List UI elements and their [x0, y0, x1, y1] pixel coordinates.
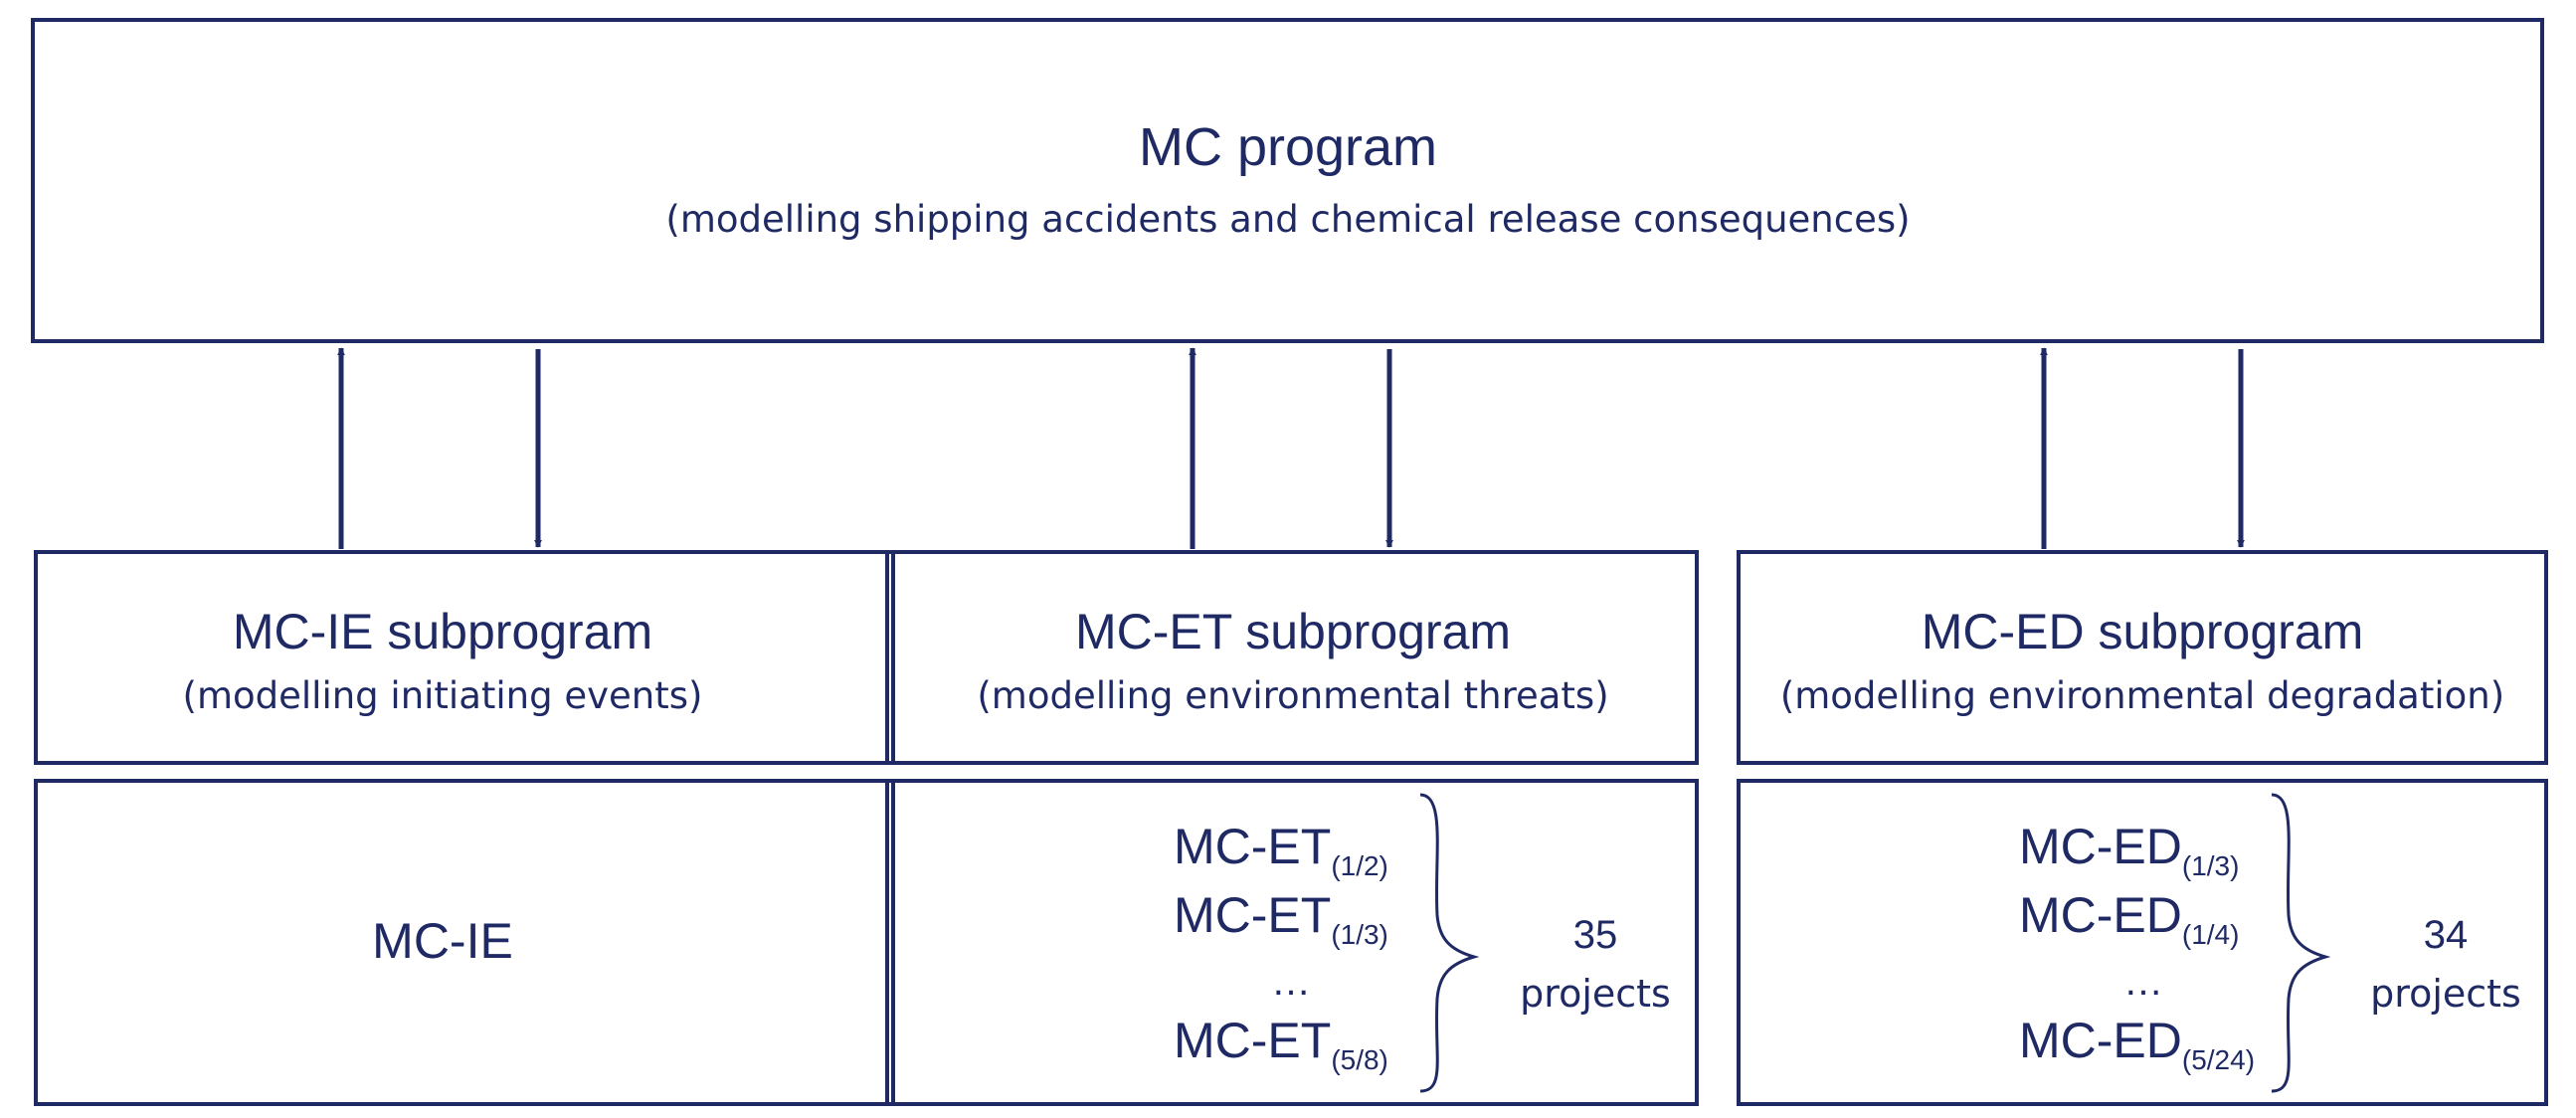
project-count-ed: 34	[2424, 913, 2469, 957]
project-item-et-2: MC-ET(1/3)	[1174, 887, 1388, 950]
project-ellipsis-ed: …	[2123, 960, 2163, 1004]
project-item-ed-3: MC-ED(5/24)	[2019, 1013, 2255, 1075]
subprogram-title-ie: MC-IE subprogram	[233, 604, 652, 659]
subprogram-subtitle-ie: (modelling initiating events)	[183, 674, 703, 717]
mc-program-box: MC program (modelling shipping accidents…	[31, 18, 2544, 343]
brace-et	[1419, 793, 1480, 1093]
projects-box-ie: MC-IE	[34, 779, 895, 1106]
project-label-ie: MC-IE	[372, 913, 513, 969]
projects-box-et: MC-ET(1/2) MC-ET(1/3) … MC-ET(5/8) 35 pr…	[885, 779, 1699, 1106]
project-item-et-1: MC-ET(1/2)	[1174, 819, 1388, 881]
subprogram-box-et: MC-ET subprogram (modelling environmenta…	[885, 550, 1699, 765]
project-item-et-3: MC-ET(5/8)	[1174, 1013, 1388, 1075]
subprogram-title-et: MC-ET subprogram	[1075, 604, 1511, 659]
project-item-ed-1: MC-ED(1/3)	[2019, 819, 2239, 881]
subprogram-subtitle-ed: (modelling environmental degradation)	[1780, 674, 2504, 717]
project-unit-ed: projects	[2370, 972, 2521, 1016]
subprogram-box-ed: MC-ED subprogram (modelling environmenta…	[1737, 550, 2548, 765]
subprogram-subtitle-et: (modelling environmental threats)	[977, 674, 1608, 717]
program-title: MC program	[1139, 117, 1437, 177]
brace-ed	[2271, 793, 2331, 1093]
subprogram-box-ie: MC-IE subprogram (modelling initiating e…	[34, 550, 895, 765]
program-subtitle: (modelling shipping accidents and chemic…	[665, 198, 1910, 241]
project-count-et: 35	[1573, 913, 1618, 957]
projects-box-ed: MC-ED(1/3) MC-ED(1/4) … MC-ED(5/24) 34 p…	[1737, 779, 2548, 1106]
connector-arrows	[337, 347, 2245, 549]
subprogram-title-ed: MC-ED subprogram	[1922, 604, 2364, 659]
project-ellipsis-et: …	[1271, 960, 1311, 1004]
project-item-ed-2: MC-ED(1/4)	[2019, 887, 2239, 950]
project-unit-et: projects	[1520, 972, 1671, 1016]
